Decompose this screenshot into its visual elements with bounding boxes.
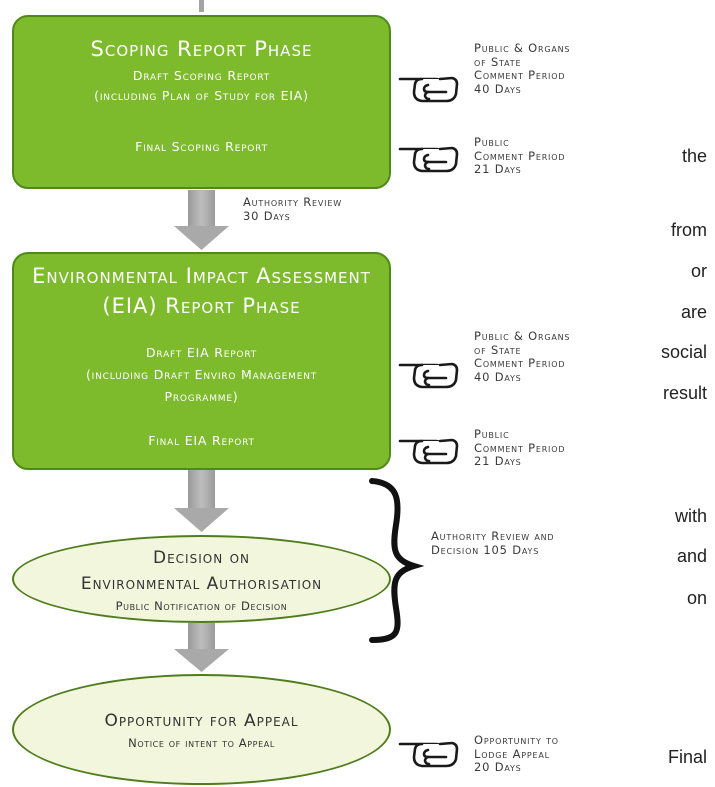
decision-title-2: Environmental Authorisation bbox=[80, 574, 323, 594]
comment-note-scoping-draft: Public & Organs of State Comment Period … bbox=[474, 41, 571, 96]
comment-note-appeal: Opportunity to Lodge Appeal 20 Days bbox=[474, 733, 559, 775]
note-line: Comment Period bbox=[474, 148, 566, 163]
eia-draft-detail-1: (including Draft Enviro Management bbox=[85, 367, 318, 382]
scoping-draft-detail: (including Plan of Study for EIA) bbox=[94, 88, 309, 103]
scoping-phase-box: Scoping Report Phase Draft Scoping Repor… bbox=[12, 15, 391, 189]
eia-phase-box: Environmental Impact Assessment (EIA) Re… bbox=[12, 252, 391, 470]
appeal-subtitle: Notice of intent to Appeal bbox=[128, 736, 275, 750]
note-line: Comment Period bbox=[474, 68, 566, 82]
scoping-draft-label: Draft Scoping Report bbox=[132, 68, 271, 83]
comment-note-scoping-final: Public Comment Period 21 Days bbox=[474, 135, 566, 177]
eia-phase-title-1: Environmental Impact Assessment bbox=[32, 264, 371, 288]
body-text-fragment: with bbox=[674, 506, 707, 526]
body-text-fragment: are bbox=[680, 302, 707, 322]
decision-ellipse: Decision on Environmental Authorisation … bbox=[12, 535, 391, 623]
arrow-down-icon bbox=[174, 190, 229, 250]
note-line: Public bbox=[474, 427, 510, 441]
comment-note-eia-final: Public Comment Period 21 Days bbox=[474, 427, 566, 469]
authority-decision-line-2: Decision 105 Days bbox=[431, 542, 540, 557]
note-line: 20 Days bbox=[474, 760, 522, 774]
pointing-hand-icon bbox=[398, 146, 459, 173]
body-text-fragment: or bbox=[690, 261, 707, 281]
pointing-hand-icon bbox=[398, 76, 459, 103]
comment-note-eia-draft: Public & Organs of State Comment Period … bbox=[474, 329, 571, 384]
note-line: of State bbox=[474, 342, 522, 357]
note-line: of State bbox=[474, 54, 522, 69]
scoping-phase-title: Scoping Report Phase bbox=[90, 37, 313, 61]
authority-decision-line-1: Authority Review and bbox=[431, 529, 555, 543]
note-line: Comment Period bbox=[474, 356, 566, 370]
note-line: 40 Days bbox=[474, 81, 522, 96]
pointing-hand-icon bbox=[398, 741, 459, 768]
note-line: Public & Organs bbox=[474, 329, 571, 343]
eia-draft-detail-2: Programme) bbox=[164, 389, 239, 404]
note-line: Public & Organs bbox=[474, 41, 571, 55]
body-text-fragment: on bbox=[686, 588, 707, 608]
scoping-final-label: Final Scoping Report bbox=[135, 139, 268, 154]
body-text-fragment: the bbox=[681, 146, 707, 166]
decision-title-1: Decision on bbox=[153, 548, 250, 568]
note-line: Comment Period bbox=[474, 440, 566, 455]
eia-draft-label: Draft EIA Report bbox=[145, 345, 258, 360]
authority-decision-note: Authority Review and Decision 105 Days bbox=[431, 529, 555, 557]
note-line: Opportunity to bbox=[474, 733, 559, 747]
body-text-fragment: Final bbox=[667, 747, 707, 767]
note-line: Public bbox=[474, 135, 510, 149]
note-line: Lodge Appeal bbox=[474, 746, 550, 761]
authority-review-line-2: 30 Days bbox=[243, 208, 291, 223]
arrow-down-icon bbox=[174, 470, 229, 532]
note-line: 21 Days bbox=[474, 454, 522, 468]
curly-brace bbox=[369, 478, 425, 643]
decision-subtitle: Public Notification of Decision bbox=[115, 599, 288, 613]
authority-review-note: Authority Review 30 Days bbox=[243, 195, 342, 223]
body-text-fragment: and bbox=[676, 546, 707, 566]
eia-phase-title-2: (EIA) Report Phase bbox=[102, 294, 301, 318]
eia-final-label: Final EIA Report bbox=[148, 433, 255, 448]
body-text-fragment: from bbox=[671, 220, 707, 240]
body-text-fragment: social bbox=[660, 342, 707, 362]
note-line: 21 Days bbox=[474, 162, 522, 176]
pointing-hand-icon bbox=[398, 438, 459, 465]
appeal-ellipse: Opportunity for Appeal Notice of intent … bbox=[12, 674, 391, 785]
authority-review-line-1: Authority Review bbox=[243, 195, 342, 209]
note-line: 40 Days bbox=[474, 369, 522, 384]
body-text-fragment: result bbox=[662, 383, 707, 403]
appeal-title: Opportunity for Appeal bbox=[104, 711, 299, 731]
arrow-down-icon bbox=[174, 623, 229, 672]
pointing-hand-icon bbox=[398, 362, 459, 389]
top-connector-stub bbox=[199, 0, 204, 12]
